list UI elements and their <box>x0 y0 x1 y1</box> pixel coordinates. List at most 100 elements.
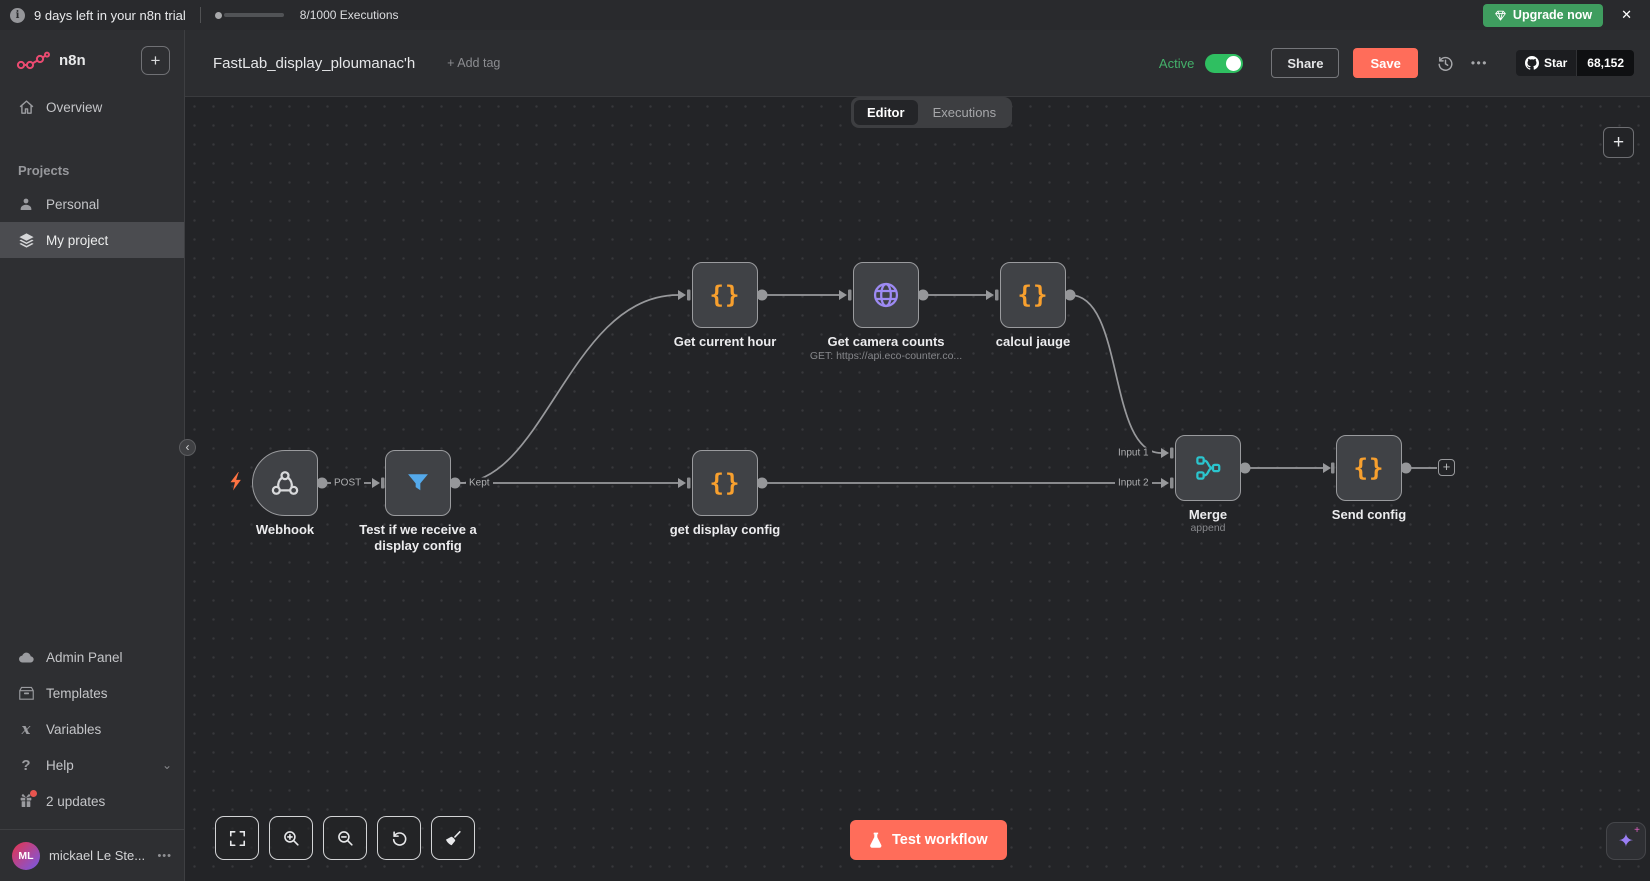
node-label: Get camera counts <box>827 334 945 349</box>
test-workflow-button[interactable]: Test workflow <box>850 820 1007 860</box>
box-icon <box>17 685 35 702</box>
add-tag-button[interactable]: + Add tag <box>447 56 501 70</box>
user-name: mickael Le Ste... <box>49 848 146 863</box>
merge-icon <box>1196 456 1221 480</box>
help-label: Help <box>46 757 74 773</box>
zoom-in-button[interactable] <box>269 816 313 860</box>
home-icon <box>17 99 35 116</box>
user-icon <box>17 196 35 212</box>
overview-label: Overview <box>46 99 103 115</box>
updates-label: 2 updates <box>46 793 106 809</box>
close-icon[interactable]: ✕ <box>1621 7 1632 22</box>
layers-icon <box>17 232 35 249</box>
node-send-config[interactable]: {} Send config <box>1332 435 1406 522</box>
add-node-button[interactable]: + <box>1603 127 1634 158</box>
upgrade-button[interactable]: Upgrade now <box>1482 3 1604 27</box>
node-subtitle: GET: https://api.eco-counter.co... <box>809 350 963 362</box>
node-calcul-jauge[interactable]: {} calcul jauge <box>996 262 1070 349</box>
sidebar-item-overview[interactable]: Overview <box>0 89 184 125</box>
node-merge[interactable]: Merge append <box>1175 435 1241 534</box>
sidebar-item-variables[interactable]: x Variables <box>0 711 184 747</box>
node-label: calcul jauge <box>995 334 1071 349</box>
sidebar-item-admin-panel[interactable]: Admin Panel <box>0 639 184 675</box>
gift-icon <box>17 790 37 809</box>
node-subtitle: append <box>1190 522 1226 534</box>
active-toggle[interactable] <box>1205 53 1244 73</box>
edge-label-post: POST <box>331 477 365 489</box>
code-icon: {} <box>1017 281 1049 309</box>
editor-tabs: Editor Executions <box>851 97 1013 128</box>
undo-icon <box>392 830 406 846</box>
executions-progress-bar <box>223 13 284 17</box>
sidebar-item-help[interactable]: ? Help ⌄ <box>0 747 184 783</box>
code-icon: {} <box>709 469 741 497</box>
edge-label-input1: Input 1 <box>1115 447 1152 459</box>
filter-icon <box>408 474 428 491</box>
trial-message: 9 days left in your n8n trial <box>34 7 186 23</box>
node-get-display-config[interactable]: {} get display config <box>670 450 780 537</box>
code-icon: {} <box>1353 454 1385 482</box>
node-label: Webhook <box>255 522 315 537</box>
more-options-icon[interactable]: ••• <box>1470 56 1488 70</box>
node-label: Test if we receive a display config <box>359 522 477 554</box>
star-count: 68,152 <box>1576 50 1634 76</box>
star-label: Star <box>1543 56 1568 70</box>
new-workflow-button[interactable]: + <box>141 46 170 75</box>
tab-executions[interactable]: Executions <box>932 105 997 120</box>
fit-view-icon <box>229 830 245 846</box>
workflow-title[interactable]: FastLab_display_ploumanac'h <box>213 54 416 72</box>
variables-label: Variables <box>46 721 102 737</box>
user-menu[interactable]: ML mickael Le Ste... ••• <box>0 829 184 881</box>
node-label: Send config <box>1331 507 1407 522</box>
executions-count: 8/1000 Executions <box>299 8 399 22</box>
workflow-canvas[interactable]: POST Kept Input 1 Input 2 Webhook Test i… <box>185 97 1650 881</box>
zoom-in-icon <box>283 830 299 846</box>
broom-icon <box>445 830 461 845</box>
notification-dot <box>30 790 37 797</box>
sidebar-item-templates[interactable]: Templates <box>0 675 184 711</box>
history-icon[interactable] <box>1436 54 1455 73</box>
fit-view-button[interactable] <box>215 816 259 860</box>
sidebar-item-updates[interactable]: 2 updates <box>0 783 184 819</box>
zoom-out-button[interactable] <box>323 816 367 860</box>
sidebar-collapse-button[interactable]: ‹ <box>179 439 196 456</box>
my-project-label: My project <box>46 232 109 248</box>
globe-icon <box>873 282 899 308</box>
projects-section-label: Projects <box>18 163 70 178</box>
github-icon <box>1524 56 1539 70</box>
active-label: Active <box>1158 55 1195 71</box>
sidebar-item-my-project[interactable]: My project <box>0 222 184 258</box>
help-icon: ? <box>21 756 31 774</box>
divider <box>199 7 201 23</box>
node-filter[interactable]: Test if we receive a display config <box>359 450 477 553</box>
save-button[interactable]: Save <box>1353 48 1418 78</box>
share-button[interactable]: Share <box>1271 48 1340 78</box>
webhook-icon <box>271 471 299 495</box>
node-webhook[interactable]: Webhook <box>252 450 318 537</box>
sparkle-icon: ✦+ <box>1618 824 1640 852</box>
user-options-icon[interactable]: ••• <box>157 849 172 862</box>
workflow-header: FastLab_display_ploumanac'h + Add tag Ac… <box>185 30 1650 97</box>
executions-progress-dot <box>214 11 222 19</box>
sidebar-item-personal[interactable]: Personal <box>0 186 184 222</box>
github-star-widget[interactable]: Star 68,152 <box>1515 50 1634 76</box>
trigger-bolt-icon <box>228 472 243 496</box>
cloud-icon <box>17 649 35 666</box>
gem-icon <box>1495 10 1506 21</box>
edge-label-input2: Input 2 <box>1115 477 1152 489</box>
node-get-camera-counts[interactable]: Get camera counts GET: https://api.eco-c… <box>810 262 962 362</box>
ai-assistant-button[interactable]: ✦+ <box>1606 822 1646 860</box>
variables-icon: x <box>21 720 31 738</box>
edge-label-kept: Kept <box>466 477 493 489</box>
flask-icon <box>870 832 882 848</box>
sidebar-logo-row: n8n + <box>0 30 184 89</box>
add-node-endpoint[interactable]: + <box>1438 459 1455 476</box>
tidy-up-button[interactable] <box>431 816 475 860</box>
test-workflow-label: Test workflow <box>892 832 988 848</box>
reset-zoom-button[interactable] <box>377 816 421 860</box>
node-get-current-hour[interactable]: {} Get current hour <box>674 262 776 349</box>
sidebar-spacer <box>0 258 184 639</box>
sidebar: n8n + Overview Projects Personal My proj… <box>0 30 185 881</box>
tab-editor[interactable]: Editor <box>854 100 918 125</box>
chevron-down-icon: ⌄ <box>161 758 172 772</box>
